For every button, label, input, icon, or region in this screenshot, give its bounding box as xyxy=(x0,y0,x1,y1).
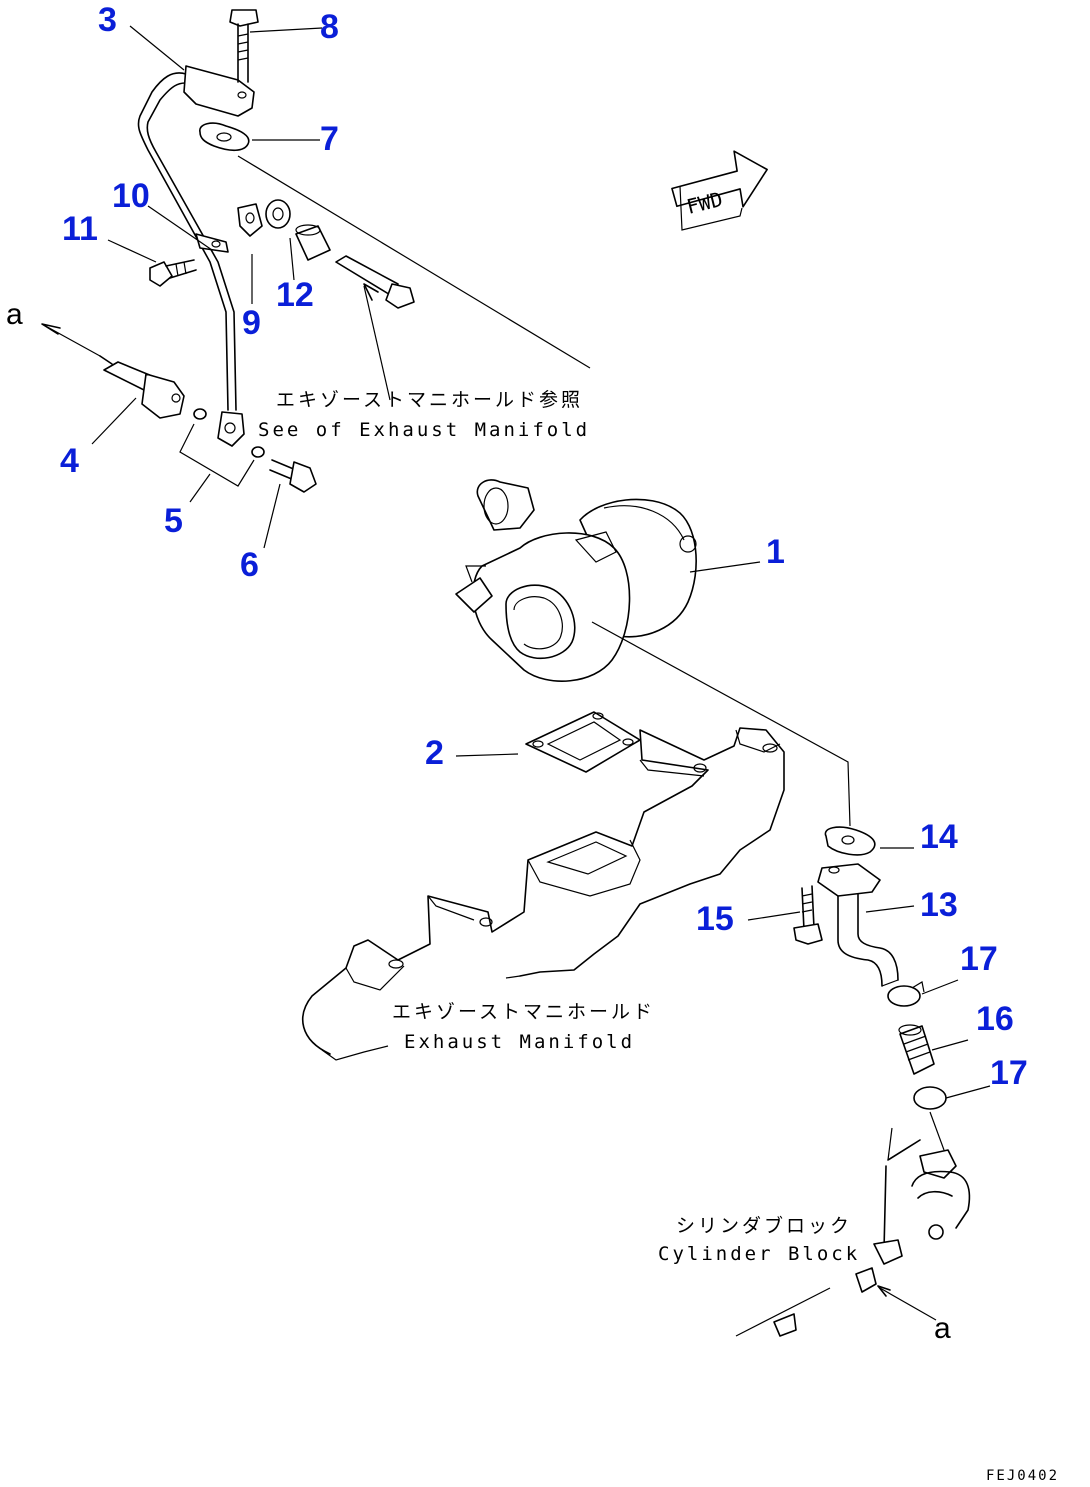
label-cylinder-en: Cylinder Block xyxy=(658,1243,860,1265)
bolt-15 xyxy=(793,885,823,945)
label-see-manifold-jp: エキゾーストマニホールド参照 xyxy=(276,389,583,411)
bolt-8 xyxy=(229,9,259,83)
callout-3: 3 xyxy=(98,1,117,39)
clamp-10 xyxy=(195,233,229,253)
through-bolt xyxy=(335,255,415,309)
marker-a-top: a xyxy=(6,298,23,331)
callout-11: 11 xyxy=(62,210,98,248)
clip-17-lower xyxy=(913,1086,947,1110)
callout-9: 9 xyxy=(242,304,261,342)
label-see-manifold-en: See of Exhaust Manifold xyxy=(258,419,590,441)
callout-14: 14 xyxy=(920,818,958,856)
callout-10: 10 xyxy=(112,177,150,215)
clip-17-upper xyxy=(887,981,925,1007)
gasket-14 xyxy=(824,826,876,856)
pipe-13 xyxy=(817,863,899,987)
oil-pipe-3 xyxy=(137,65,255,447)
washer-12 xyxy=(265,199,291,229)
label-cylinder-jp: シリンダブロック xyxy=(676,1214,852,1237)
sleeve-12 xyxy=(295,224,331,261)
callout-17-lower: 17 xyxy=(990,1054,1028,1092)
turbocharger-1 xyxy=(455,479,697,682)
callout-2: 2 xyxy=(425,734,444,772)
bolt-6 xyxy=(269,459,317,493)
callout-12: 12 xyxy=(276,276,314,314)
bolt-11 xyxy=(149,259,197,287)
marker-a-bottom: a xyxy=(934,1312,951,1345)
callout-5: 5 xyxy=(164,502,183,540)
callout-4: 4 xyxy=(60,442,79,480)
hose-16 xyxy=(898,1024,935,1075)
exhaust-manifold xyxy=(301,727,785,1061)
gasket-5 xyxy=(179,408,265,487)
drawing-code: FEJ0402 xyxy=(986,1468,1059,1484)
callout-13: 13 xyxy=(920,886,958,924)
leader-lines-bottom xyxy=(455,561,991,1099)
callout-7: 7 xyxy=(320,120,339,158)
connector-4 xyxy=(99,355,185,419)
callout-1: 1 xyxy=(766,533,785,571)
gasket-7 xyxy=(199,122,250,152)
callout-6: 6 xyxy=(240,546,259,584)
label-manifold-jp: エキゾーストマニホールド xyxy=(392,1001,655,1023)
gasket-2 xyxy=(525,711,641,773)
leader-lines-top xyxy=(41,25,591,549)
cylinder-block-reference xyxy=(735,1285,937,1337)
label-manifold-en: Exhaust Manifold xyxy=(404,1031,635,1053)
spacer-9 xyxy=(237,203,263,237)
cylinder-block-fitting xyxy=(855,1111,971,1293)
forward-arrow xyxy=(671,150,768,231)
callout-16: 16 xyxy=(976,1000,1014,1038)
callout-17-upper: 17 xyxy=(960,940,998,978)
callout-15: 15 xyxy=(696,900,734,938)
callout-8: 8 xyxy=(320,8,339,46)
